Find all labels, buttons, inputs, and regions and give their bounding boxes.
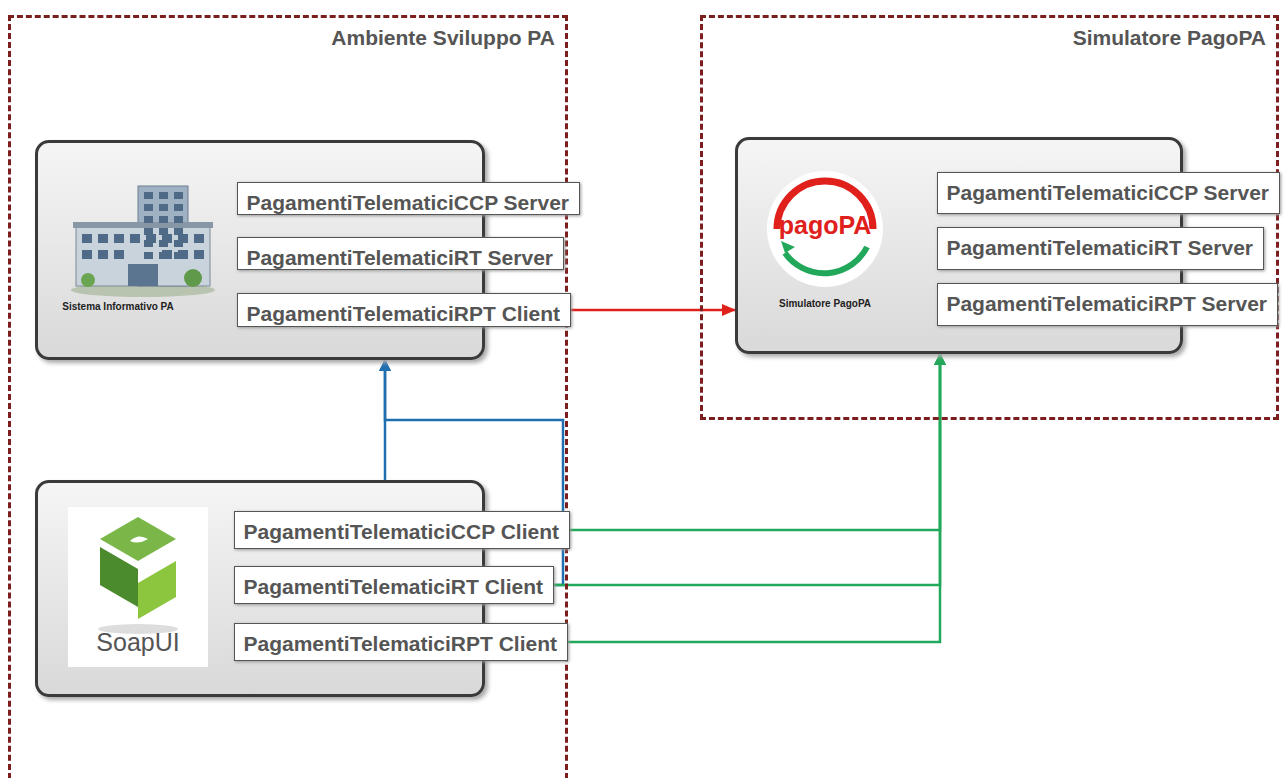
service-box: PagamentiTelematiciRT Client <box>234 566 554 604</box>
system-label: Simulatore PagoPA <box>770 298 880 310</box>
service-box: PagamentiTelematiciCCP Server <box>237 182 580 215</box>
building-illustration <box>68 178 218 302</box>
connector-arrow <box>571 309 735 312</box>
service-box: PagamentiTelematiciCCP Server <box>937 172 1280 214</box>
service-box: PagamentiTelematiciRT Server <box>937 227 1264 270</box>
service-box: PagamentiTelematiciRPT Client <box>234 623 568 661</box>
system-box: SoapUIPagamentiTelematiciCCP ClientPagam… <box>35 480 485 697</box>
system-label: Sistema Informativo PA <box>60 301 176 313</box>
service-box: PagamentiTelematiciCCP Client <box>234 511 570 549</box>
service-label: PagamentiTelematiciRPT Server <box>946 292 1267 316</box>
region-heading: Ambiente Sviluppo PA <box>331 26 555 50</box>
system-label: SoapUI <box>68 627 208 657</box>
system-box: pagoPASimulatore PagoPAPagamentiTelemati… <box>735 137 1183 354</box>
service-label: PagamentiTelematiciRPT Client <box>246 302 560 326</box>
service-label: PagamentiTelematiciCCP Client <box>244 520 559 544</box>
connector-arrow <box>557 354 940 530</box>
service-box: PagamentiTelematiciRT Server <box>237 237 564 270</box>
region-heading: Simulatore PagoPA <box>1073 26 1266 50</box>
service-label: PagamentiTelematiciCCP Server <box>246 191 569 215</box>
connector-arrow <box>554 354 940 585</box>
connector-arrow <box>568 354 940 642</box>
service-box: PagamentiTelematiciRPT Client <box>237 293 571 327</box>
service-label: PagamentiTelematiciCCP Server <box>946 181 1269 205</box>
service-label: PagamentiTelematiciRT Client <box>243 575 543 599</box>
system-box: Sistema Informativo PAPagamentiTelematic… <box>35 140 485 360</box>
service-label: PagamentiTelematiciRT Server <box>946 236 1253 260</box>
logo-text: pagoPA <box>765 210 885 240</box>
service-box: PagamentiTelematiciRPT Server <box>937 283 1278 326</box>
environment-region: Simulatore PagoPA pagoPA Simulatore PagoPA… <box>700 15 1279 420</box>
environment-region: Ambiente Sviluppo PA Sistema Informativo … <box>8 15 568 778</box>
service-label: PagamentiTelematiciRT Server <box>246 246 553 270</box>
service-label: PagamentiTelematiciRPT Client <box>243 632 557 656</box>
